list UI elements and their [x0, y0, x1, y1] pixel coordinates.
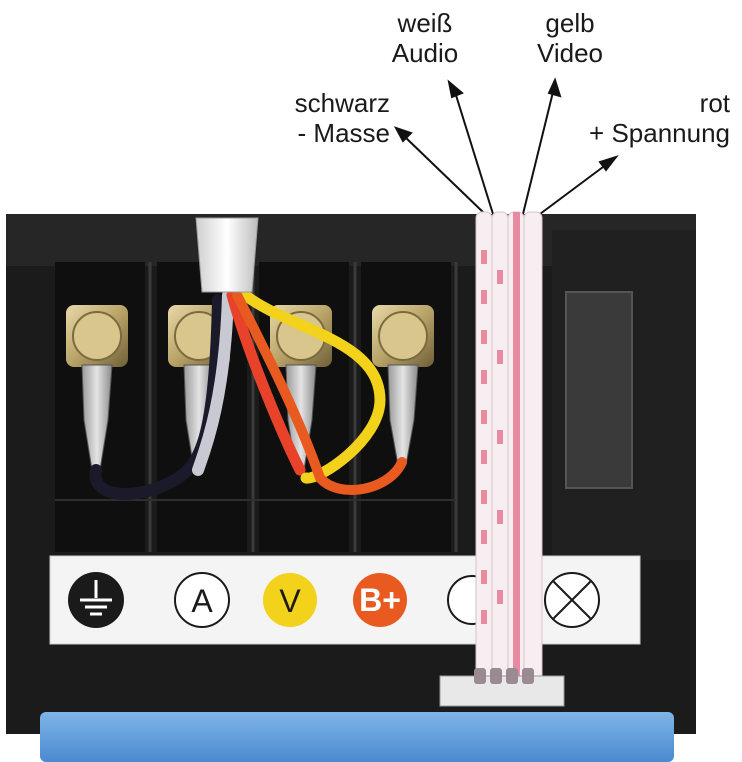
cover-plate: [565, 291, 633, 489]
label-white-color: weiß: [397, 8, 453, 38]
label-red-signal: + Spannung: [589, 118, 730, 148]
annotation-arrows: [393, 77, 619, 215]
ground-icon: [68, 572, 124, 628]
screws: [66, 305, 434, 367]
label-yellow-color: gelb: [545, 8, 595, 38]
label-red-color: rot: [699, 88, 730, 118]
label-black-ground: schwarz - Masse: [270, 88, 390, 148]
video-terminal-label: V: [279, 583, 301, 619]
blue-base-plate: [40, 712, 674, 762]
cross-circle-icon: [544, 572, 600, 628]
label-white-audio: weiß Audio: [385, 8, 465, 68]
power-terminal-label: B+: [359, 582, 401, 618]
label-black-signal: - Masse: [297, 118, 390, 148]
audio-icon: A: [174, 572, 230, 628]
grey-cable: [195, 217, 259, 293]
wires: [89, 289, 407, 500]
label-black-color: schwarz: [294, 88, 390, 118]
power-icon: B+: [353, 573, 407, 627]
label-yellow-video: gelb Video: [525, 8, 615, 68]
label-yellow-signal: Video: [536, 38, 604, 68]
audio-terminal-label: A: [191, 583, 213, 619]
label-red-power: rot + Spannung: [560, 88, 730, 148]
ribbon-cable: [439, 211, 565, 707]
video-icon: V: [263, 573, 317, 627]
label-white-signal: Audio: [391, 38, 459, 68]
crimp-lugs: [81, 364, 419, 471]
